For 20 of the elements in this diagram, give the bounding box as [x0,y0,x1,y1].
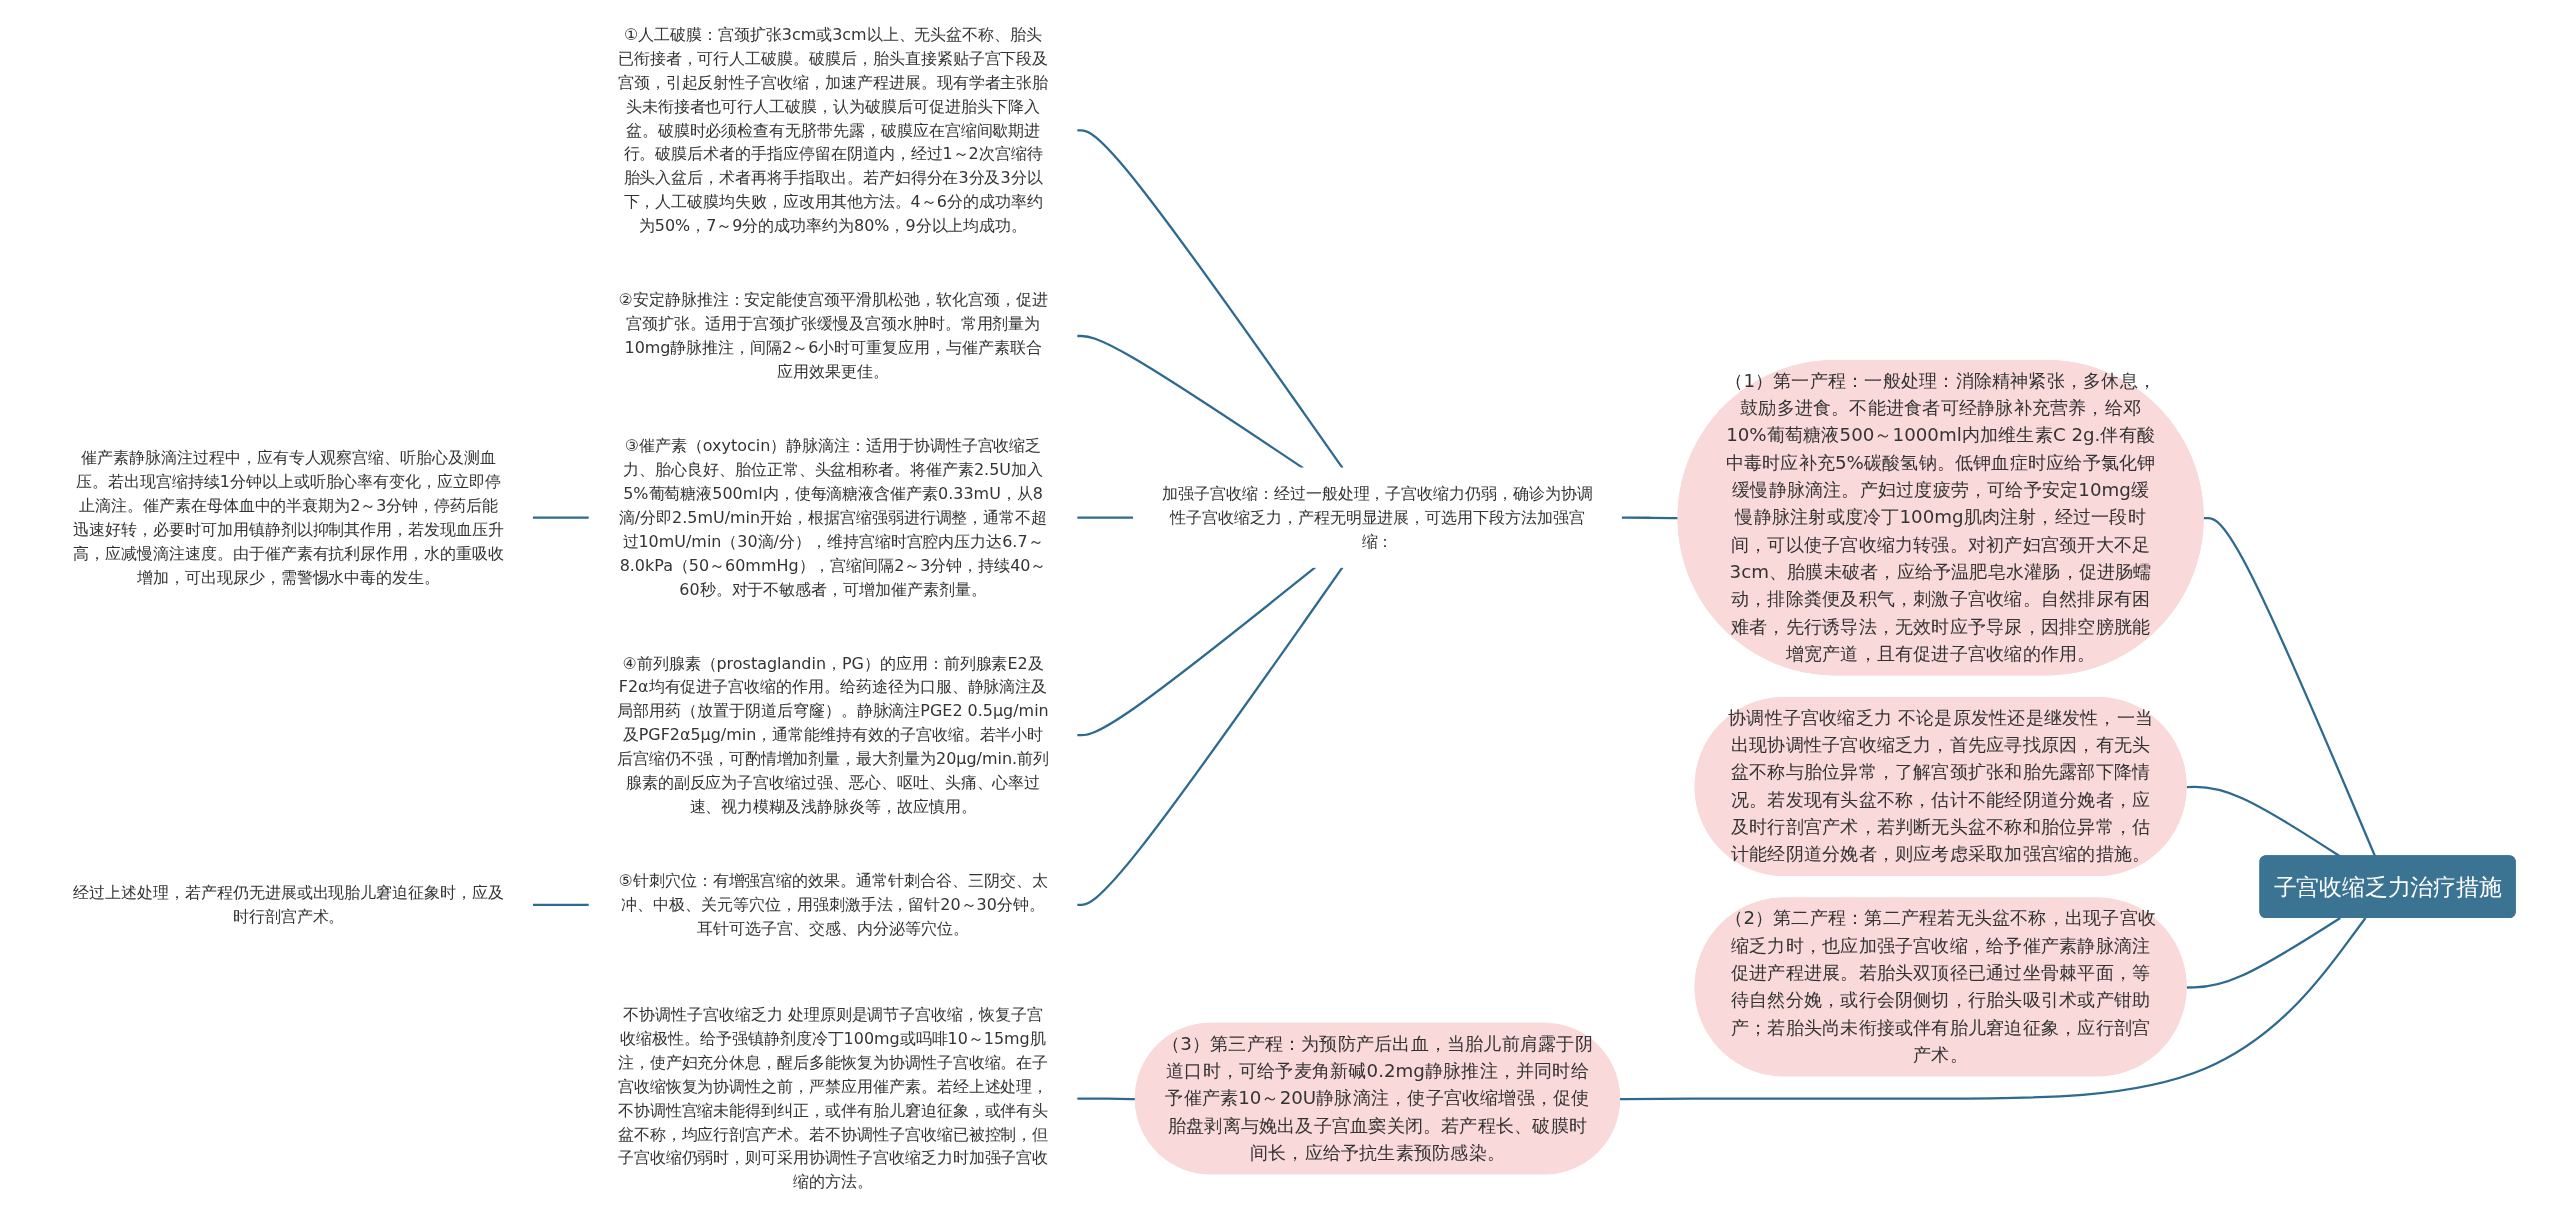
connector [1076,566,1317,737]
connector [532,516,590,519]
connector [1076,334,1304,470]
connector [2203,517,2377,857]
connector [532,903,590,907]
node-text: 不协调性子宫收缩乏力 处理原则是调节子宫收缩，恢复子宫收缩极性。给予强镇静剂度冷丁100mg或吗啡10～15mg肌注，使产妇充分休息，醒后多能恢复为协调性子宫收缩。在子宫收缩恢复为协调性之前，严禁应用催产素。若经上述处理，不协调性宫缩未能得到纠正，或伴有胎儿窘迫征象，或伴有头盆不称，均应行剖宫产术。若不协调性子宫收缩已被控制，但子宫收缩仍弱时，则可采用协调性子宫收缩乏力时加强子宫收缩的方法。 [617,1005,1049,1191]
node-text: ⑤针刺穴位：有增强宫缩的效果。通常针刺合谷、三阴交、太冲、中极、关元等穴位，用强刺激手法，留针20～30分钟。耳针可选子宫、交感、内分泌等穴位。 [618,871,1048,938]
connector [1076,516,1134,519]
connector [1621,516,1679,520]
node-text: 经过上述处理，若产程仍无进展或出现胎儿窘迫征象时，应及时行剖宫产术。 [73,883,504,926]
node-text: ④前列腺素（prostaglandin，PG）的应用：前列腺素E2及F2α均有促进子宫收缩的作用。给药途径为口服、静脉滴注及局部用药（放置于阴道后穹窿）。静脉滴注PGE2 0.5μg/min及PGF2α5μg/min，通常能维持有效的子宫收缩。若半小时后宫缩仍不强，可酌情增加剂量，最大剂量为20μg/min.前列腺素的副反应为子宫收缩过强、恶心、呕吐、头痛、心率过速、视力模糊及浅静脉炎等，故应慎用。 [617,653,1049,816]
connector [2186,917,2341,989]
node-text: ①人工破膜：宫颈扩张3cm或3cm以上、无头盆不称、胎头已衔接者，可行人工破膜。破膜后，胎头直接紧贴子宫下段及宫颈，引起反射性子宫收缩，加速产程进展。现有学者主张胎头未衔接者也可行人工破膜，认为破膜后可促进胎头下降入盆。破膜时必须检查有无脐带先露，破膜应在宫缩间歇期进行。破膜后术者的手指应停留在阴道内，经过1～2次宫缩待胎头入盆后，术者再将手指取出。若产妇得分在3分及3分以下，人工破膜均失败，应改用其他方法。4～6分的成功率约为50%，7～9分的成功率约为80%，9分以上均成功。 [617,25,1049,235]
node-text: 催产素静脉滴注过程中，应有专人观察宫缩、听胎心及测血压。若出现宫缩持续1分钟以上或听胎心率有变化，应立即停止滴注。催产素在母体血中的半衰期为2～3分钟，停药后能迅速好转，必要时可加用镇静剂以抑制其作用，若发现血压升高，应减慢滴注速度。由于催产素有抗利尿作用，水的重吸收增加，可出现尿少，需警惕水中毒的发生。 [73,448,504,587]
connector [1620,917,2367,1101]
node-text: ③催产素（oxytocin）静脉滴注：适用于协调性子宫收缩乏力、胎心良好、胎位正常、头盆相称者。将催产素2.5U加入5%葡萄糖液500ml内，使每滴糖液含催产素0.33mU，从8滴/分即2.5mU/min开始，根据宫缩强弱进行调整，通常不超过10mU/min（30滴/分），维持宫缩时宫腔内压力达6.7～8.0kPa（50～60mmHg），宫缩间隔2～3分钟，持续40～60秒。对于不敏感者，可增加催产素剂量。 [618,436,1048,598]
connector [1076,129,1344,469]
connector [1076,566,1344,907]
node-text: ②安定静脉推注：安定能使宫颈平滑肌松弛，软化宫颈，促进宫颈扩张。适用于宫颈扩张缓慢及宫颈水肿时。常用剂量为10mg静脉推注，间隔2～6小时可重复应用，与催产素联合应用效果更佳。 [618,290,1048,381]
node-text: 加强子宫收缩：经过一般处理，子宫收缩力仍弱，确诊为协调性子宫收缩乏力，产程无明显进展，可选用下段方法加强宫缩： [1162,484,1593,551]
